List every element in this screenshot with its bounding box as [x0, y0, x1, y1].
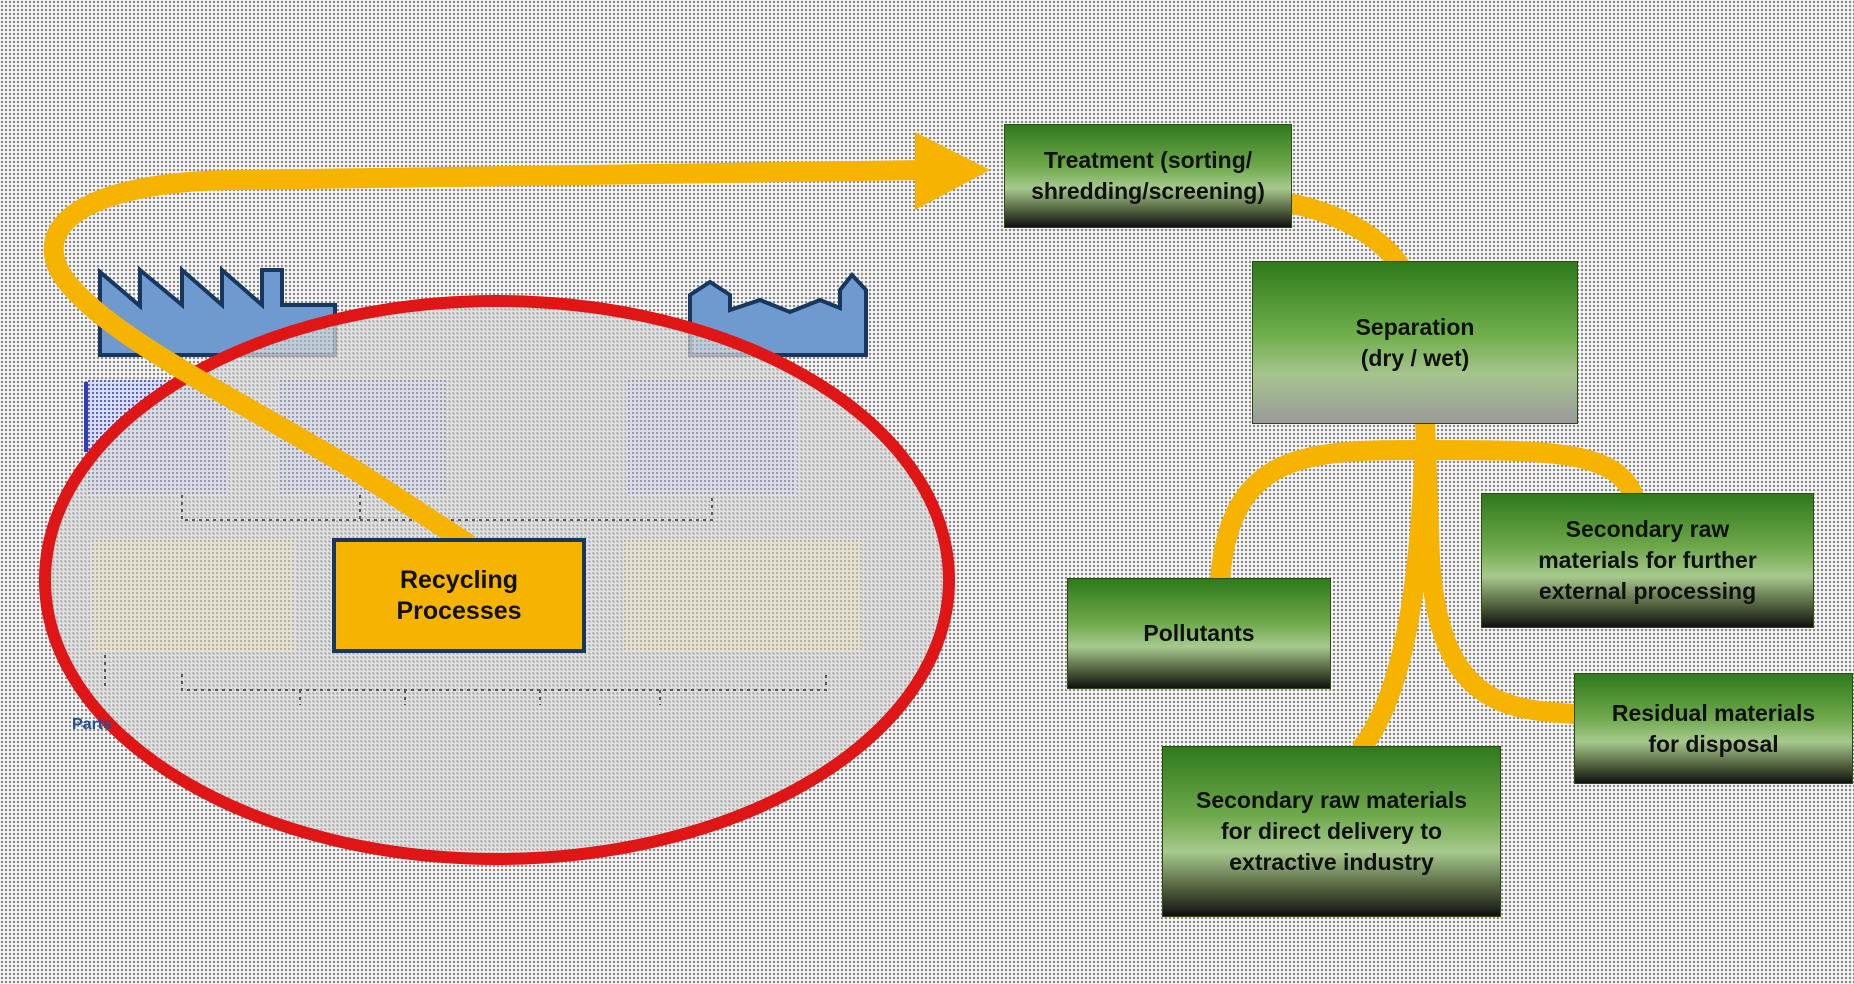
loop-arrowhead-icon [915, 132, 990, 210]
branch-external [1424, 440, 1645, 504]
recycling-scope-ellipse [39, 295, 955, 865]
recycling-processes-box: Recycling Processes [332, 538, 586, 653]
secondary-external-box: Secondary raw materials for further exte… [1481, 493, 1814, 628]
separation-branches [1210, 419, 1645, 757]
secondary-direct-box: Secondary raw materials for direct deliv… [1162, 746, 1501, 917]
pollutants-box: Pollutants [1067, 578, 1331, 689]
loop-arrow-shaft [43, 160, 926, 554]
branch-direct [1352, 439, 1435, 757]
separation-box: Separation (dry / wet) [1252, 261, 1578, 424]
parts-label: Parts [72, 716, 113, 733]
branch-pollutants [1210, 440, 1426, 581]
residual-box: Residual materials for disposal [1574, 673, 1853, 784]
treatment-box: Treatment (sorting/ shredding/screening) [1004, 124, 1292, 228]
branch-residual [1415, 419, 1576, 724]
town-buildings-icon [688, 271, 868, 357]
